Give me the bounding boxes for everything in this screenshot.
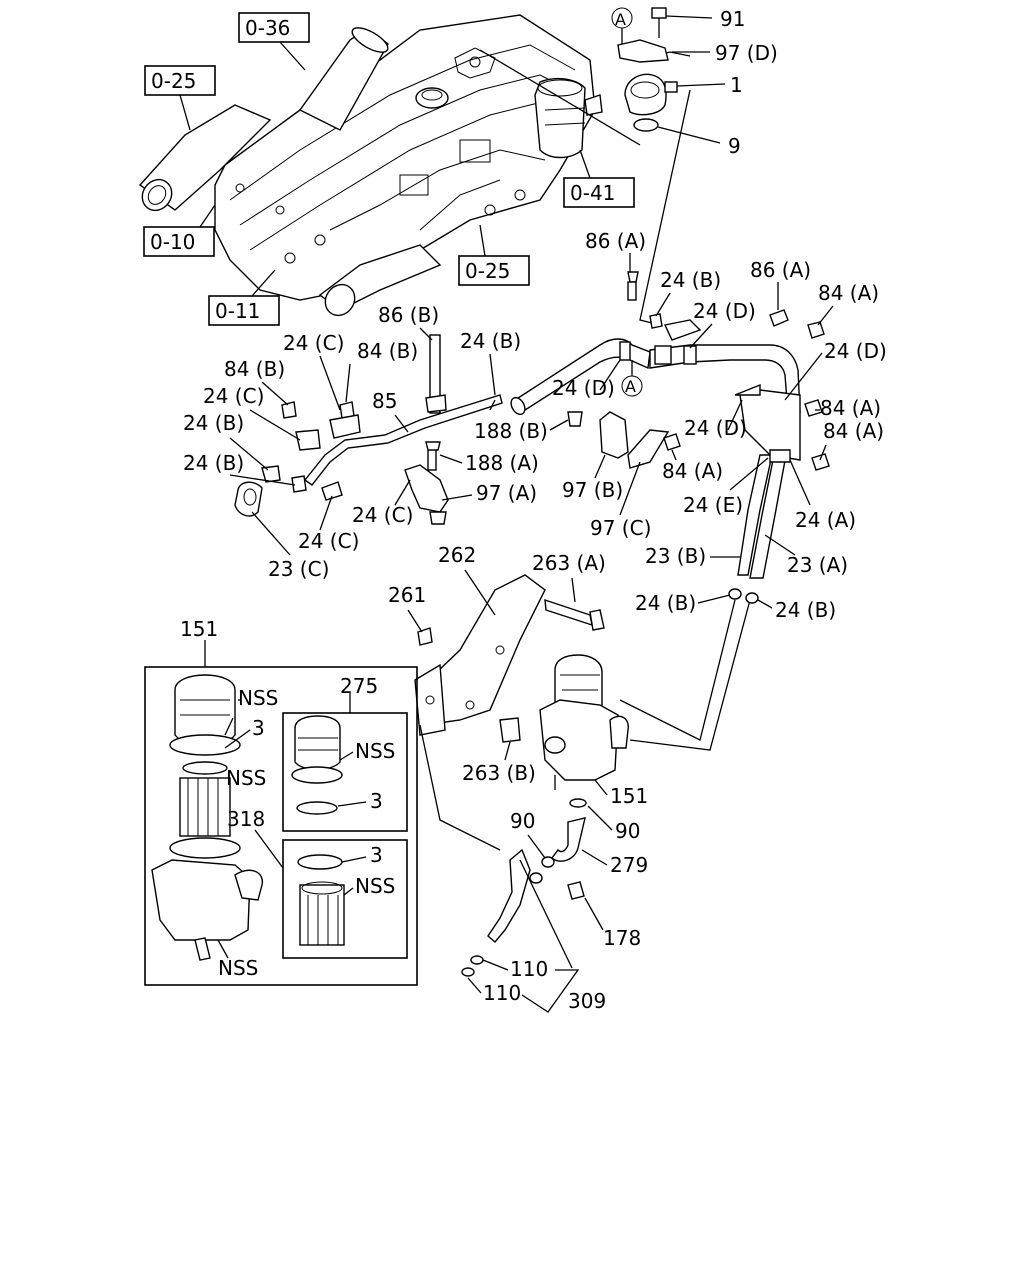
callout-circle-a-2: A [625, 377, 636, 396]
callout-91: 91 [720, 7, 745, 31]
ref-0-11: 0-11 [215, 299, 260, 323]
callout-279: 279 [610, 853, 648, 877]
callout-24d-4: 24 (D) [684, 416, 747, 440]
callout-309: 309 [568, 989, 606, 1013]
callout-23b: 23 (B) [645, 544, 706, 568]
callout-318: 318 [227, 807, 265, 831]
callout-24c-1: 24 (C) [283, 331, 344, 355]
callout-3-sub: 3 [370, 789, 383, 813]
callout-24d-3: 24 (D) [552, 376, 615, 400]
callout-24b-4: 24 (B) [183, 451, 244, 475]
ref-0-41: 0-41 [570, 181, 615, 205]
callout-84a-3: 84 (A) [823, 419, 884, 443]
callout-24d-2: 24 (D) [824, 339, 887, 363]
callout-84b-1: 84 (B) [357, 339, 418, 363]
callout-97d-top: 97 (D) [715, 41, 778, 65]
callout-24b-5: 24 (B) [635, 591, 696, 615]
callout-1: 1 [730, 73, 743, 97]
callout-24b-3: 24 (B) [183, 411, 244, 435]
callout-85: 85 [372, 389, 397, 413]
callout-110-top: 110 [510, 957, 548, 981]
callout-110-bottom: 110 [483, 981, 521, 1005]
callout-23c: 23 (C) [268, 557, 329, 581]
callout-151-detail: 151 [180, 617, 218, 641]
detail-box-151: 151 NSS 3 NSS 318 NSS 275 NSS 3 3 NSS [144, 617, 418, 986]
callout-151: 151 [610, 784, 648, 808]
ref-0-10: 0-10 [150, 230, 195, 254]
ref-0-36: 0-36 [245, 16, 290, 40]
callout-24b-1: 24 (B) [660, 268, 721, 292]
nss-4: NSS [355, 739, 395, 763]
nss-2: NSS [226, 766, 266, 790]
callout-275: 275 [340, 674, 378, 698]
callout-24a: 24 (A) [795, 508, 856, 532]
nss-1: NSS [238, 686, 278, 710]
callout-24c-3: 24 (C) [352, 503, 413, 527]
callout-84a-4: 84 (A) [662, 459, 723, 483]
ref-0-25-right: 0-25 [465, 259, 510, 283]
callout-263a: 263 (A) [532, 551, 606, 575]
callout-84a-1: 84 (A) [818, 281, 879, 305]
callout-24d-1: 24 (D) [693, 299, 756, 323]
callout-90-right: 90 [615, 819, 640, 843]
callout-262: 262 [438, 543, 476, 567]
callout-86a-1: 86 (A) [585, 229, 646, 253]
callout-97a: 97 (A) [476, 481, 537, 505]
callout-23a: 23 (A) [787, 553, 848, 577]
callout-97b: 97 (B) [562, 478, 623, 502]
nss-3: NSS [218, 956, 258, 980]
callout-24c-4: 24 (C) [298, 529, 359, 553]
callout-24e: 24 (E) [683, 493, 743, 517]
callout-178: 178 [603, 926, 641, 950]
callout-circle-a: A [615, 10, 626, 29]
callout-9: 9 [728, 134, 741, 158]
bracket-and-pump [414, 574, 629, 977]
callout-86b: 86 (B) [378, 303, 439, 327]
callouts: 86 (A) 24 (B) 86 (A) 84 (A) 24 (D) 24 (D… [183, 229, 887, 1013]
callout-84a-2: 84 (A) [820, 396, 881, 420]
engine-assembly [138, 14, 603, 317]
callout-24c-2: 24 (C) [203, 384, 264, 408]
callout-84b-2: 84 (B) [224, 357, 285, 381]
callout-3-left: 3 [252, 716, 265, 740]
ref-0-25-left: 0-25 [151, 69, 196, 93]
callout-263b: 263 (B) [462, 761, 536, 785]
callout-97c: 97 (C) [590, 516, 651, 540]
reference-labels: 0-36 0-25 0-10 0-11 0-25 0-41 [143, 12, 635, 326]
callout-24b-2: 24 (B) [460, 329, 521, 353]
callout-188b: 188 (B) [474, 419, 548, 443]
callout-3-318: 3 [370, 843, 383, 867]
callout-261: 261 [388, 583, 426, 607]
fuel-hose-assembly [234, 271, 830, 751]
nss-5: NSS [355, 874, 395, 898]
callout-90-left: 90 [510, 809, 535, 833]
callout-188a: 188 (A) [465, 451, 539, 475]
sensor-assembly: A 91 97 (D) 1 9 [479, 7, 778, 326]
callout-24b-6: 24 (B) [775, 598, 836, 622]
callout-86a-2: 86 (A) [750, 258, 811, 282]
